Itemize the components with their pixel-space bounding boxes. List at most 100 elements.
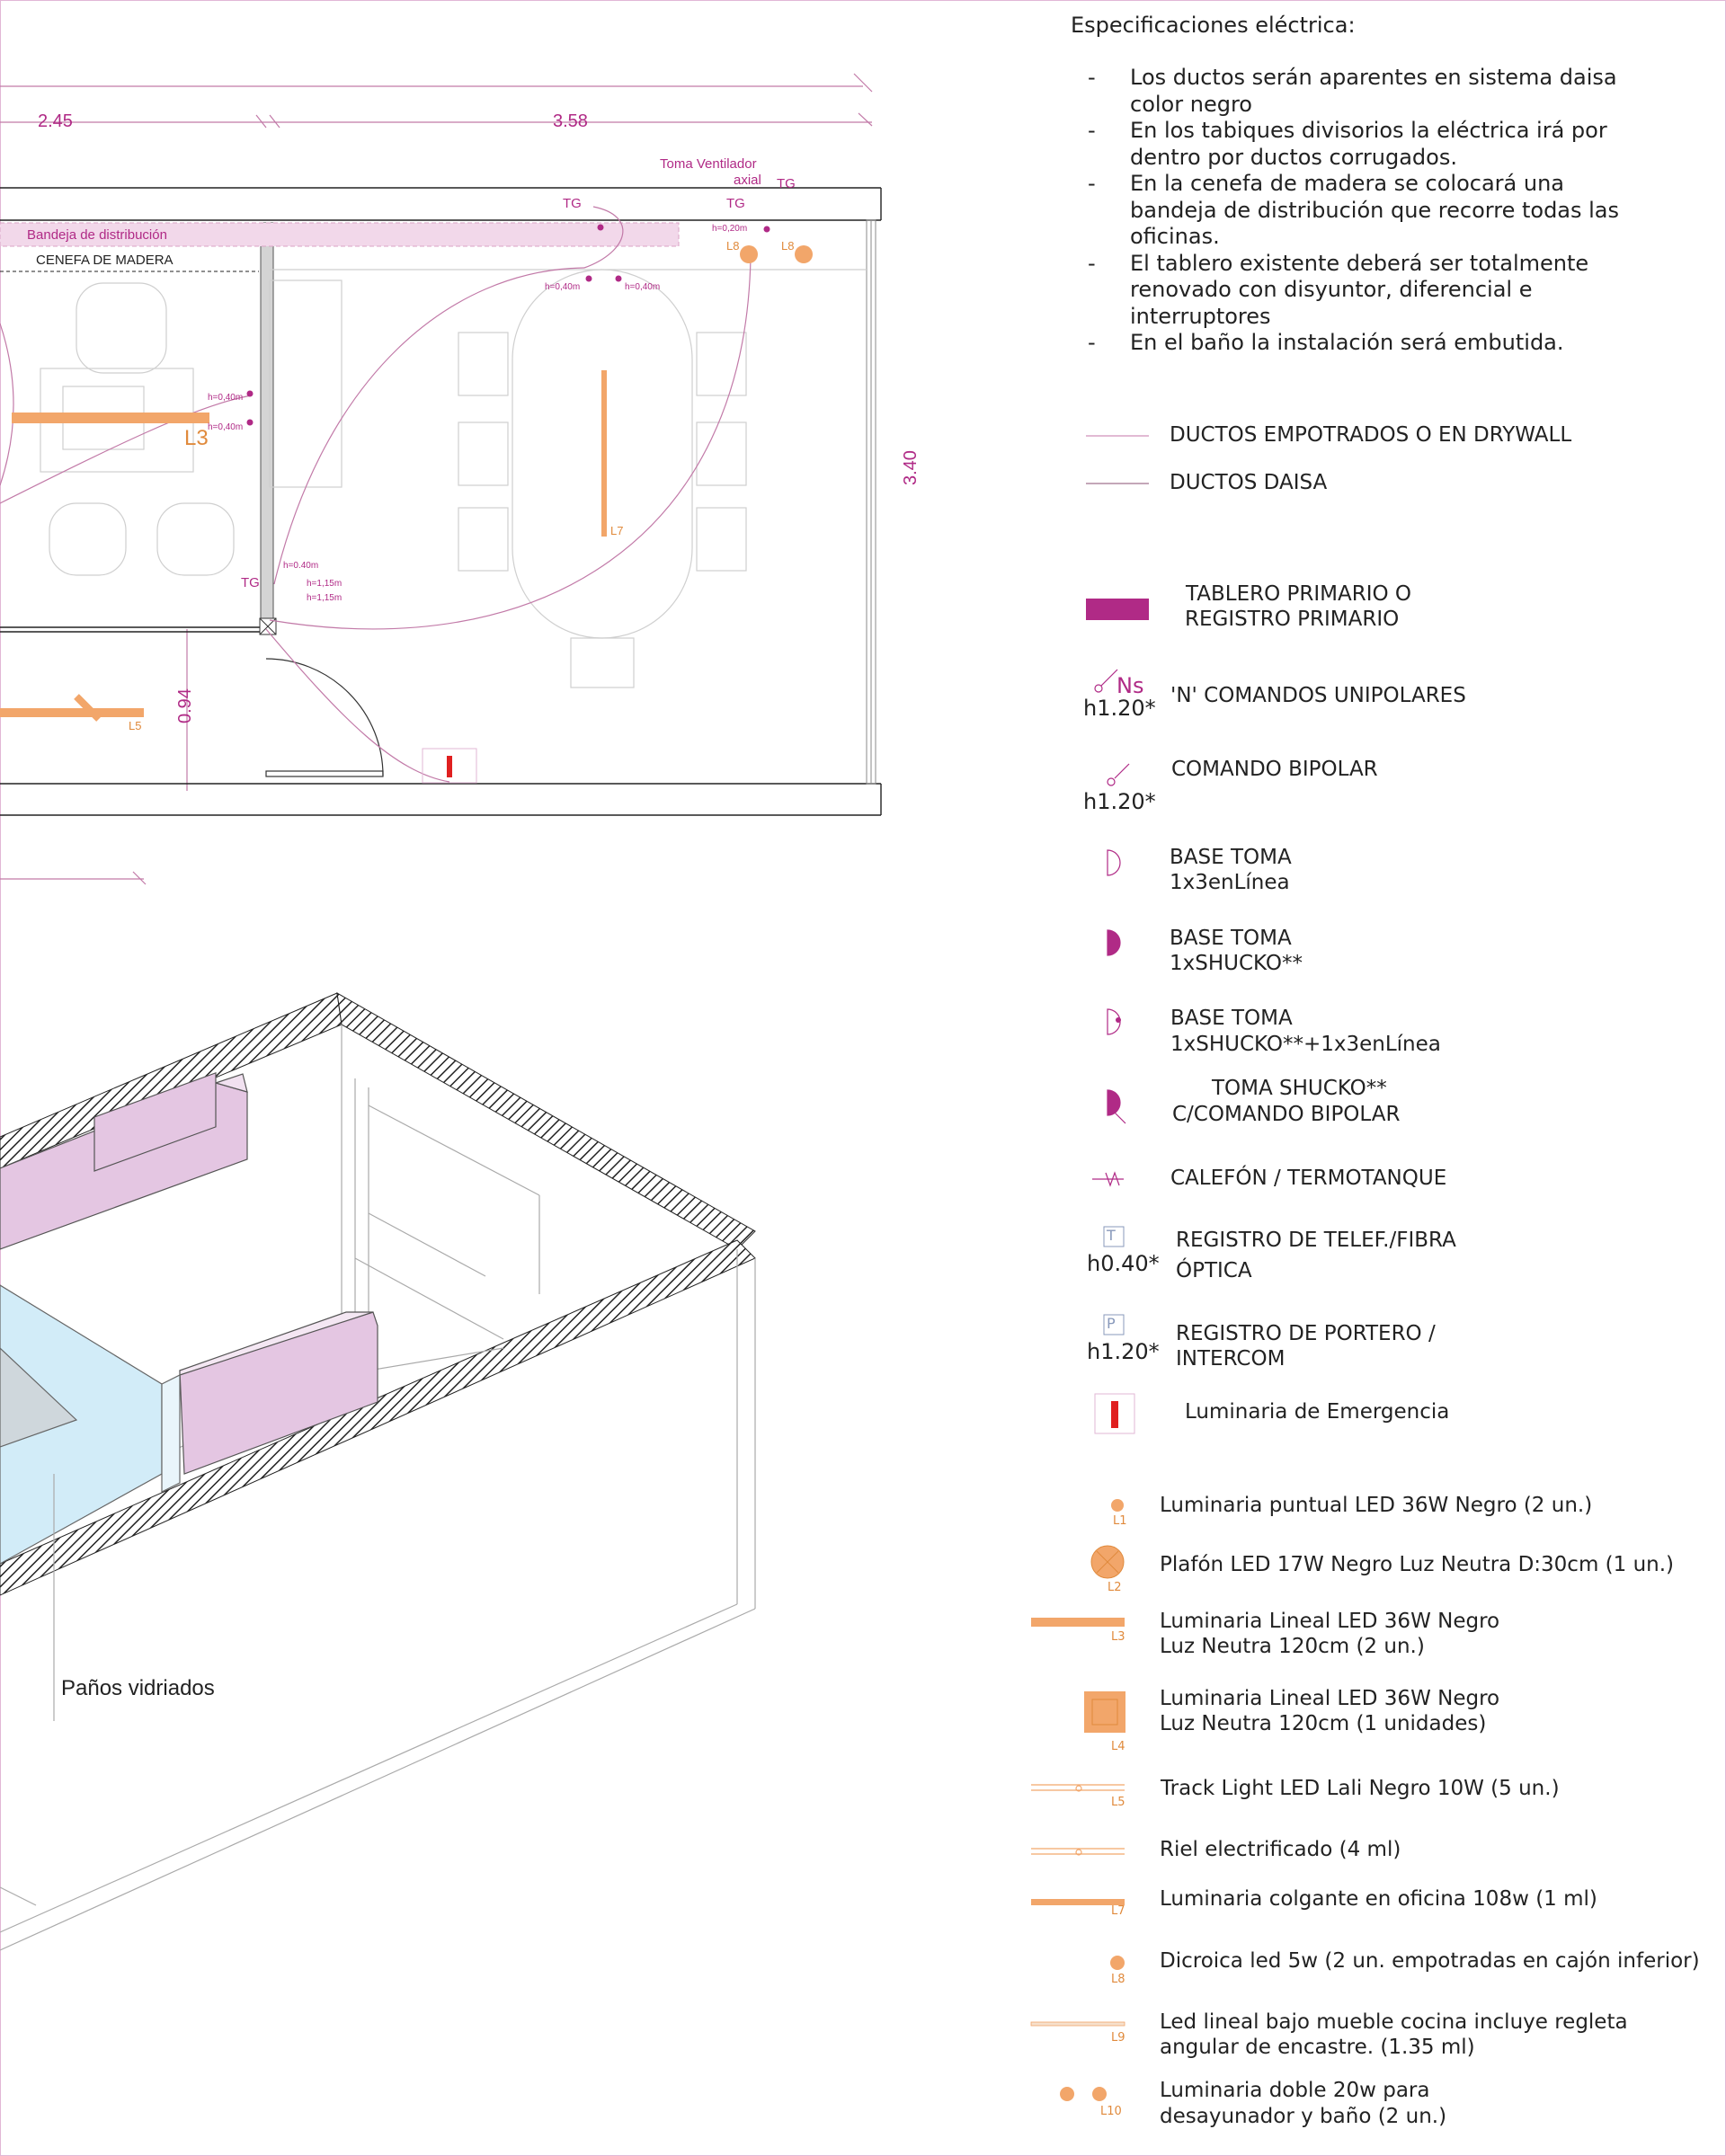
legend-base3-a: BASE TOMA [1170,1007,1293,1030]
height-note-115-b: h=1,15m [307,593,343,603]
specs-title: Especificaciones eléctrica: [1071,13,1356,38]
height-note-040-d: h=0,40m [208,422,244,432]
legend-unipolar: 'N' COMANDOS UNIPOLARES [1170,684,1466,707]
dim-width-right: 3.58 [553,111,588,131]
portero-icon [1103,1314,1125,1335]
legend-l3-tag: L3 [1111,1630,1125,1644]
legend-l10-a: Luminaria doble 20w para [1160,2079,1430,2102]
l4-icon [1084,1691,1125,1733]
legend-toma-b: C/COMANDO BIPOLAR [1172,1103,1401,1126]
legend-l7: Luminaria colgante en oficina 108w (1 ml… [1160,1887,1597,1911]
base-shucko-icon [1107,929,1121,956]
light-tag-l8-a: L8 [726,239,740,253]
tel-icon [1103,1226,1125,1247]
window-strip [866,219,876,785]
legend-h040: h0.40* [1087,1251,1160,1276]
legend-l10-b: desayunador y baño (2 un.) [1160,2105,1447,2128]
fan-label-1: Toma Ventilador [660,156,757,172]
distribution-tray [0,222,680,247]
door [265,658,384,777]
legend-rail: Riel electrificado (4 ml) [1160,1838,1401,1861]
light-tag-l3: L3 [184,426,209,450]
l1-icon [1111,1499,1124,1512]
outlets [246,224,770,426]
legend-l5-tag: L5 [1111,1796,1125,1809]
spec-item: En el baño la instalación será embutida. [1088,330,1633,357]
legend-base1-b: 1x3enLínea [1170,871,1290,894]
spec-item: En los tabiques divisorios la eléctrica … [1088,118,1633,171]
dim-width-left: 2.45 [38,111,73,131]
legend-l9-tag: L9 [1111,2031,1125,2045]
legend-base2-a: BASE TOMA [1170,927,1292,950]
tg-label-1: TG [563,196,582,211]
emergency-luminaire-plan [422,748,477,784]
unipolar-icon [1094,684,1103,693]
legend-ducts-embedded: DUCTOS EMPOTRADOS O EN DRYWALL [1170,423,1572,447]
legend-base2-b: 1xSHUCKO** [1170,952,1303,975]
furniture [40,269,867,688]
lights [0,245,813,722]
l7-icon [1031,1899,1125,1905]
legend-port-b: INTERCOM [1176,1347,1286,1371]
walls [0,187,882,816]
spec-item: Los ductos serán aparentes en sistema da… [1088,65,1633,118]
height-note-115-a: h=1,15m [307,579,343,589]
legend-l1-tag: L1 [1113,1514,1127,1528]
legend-l8-tag: L8 [1111,1973,1125,1986]
height-note-020: h=0,20m [712,224,748,234]
legend-l5: Track Light LED Lali Negro 10W (5 un.) [1161,1777,1560,1800]
floor-plan [0,73,882,885]
legend-l7-tag: L7 [1111,1904,1125,1918]
bipolar-icon [1107,777,1116,786]
legend-l2-tag: L2 [1108,1581,1122,1594]
legend-h120-a: h1.20* [1083,696,1156,721]
heater-icon [1092,1171,1124,1187]
spec-item: El tablero existente deberá ser totalmen… [1088,251,1633,331]
specs-list: Los ductos serán aparentes en sistema da… [1088,65,1699,357]
tg-label-2: TG [726,196,745,211]
height-note-040-a: h=0,40m [545,282,581,292]
emergency-lamp [447,756,452,777]
light-tag-l7: L7 [610,524,624,537]
l8-icon [1110,1956,1125,1970]
glass-panes-label: Paños vidriados [61,1676,215,1700]
base-1x3-icon [1107,849,1121,876]
toma-bipolar-icon [1107,1089,1121,1116]
base-combo-icon [1107,1008,1121,1035]
legend-l3-b: Luz Neutra 120cm (2 un.) [1160,1635,1425,1658]
legend-h120-b: h1.20* [1083,789,1156,814]
legend-emergency: Luminaria de Emergencia [1185,1400,1450,1424]
l3-icon [1031,1618,1125,1627]
legend-panel-1: TABLERO PRIMARIO O [1186,582,1412,606]
legend-ducts-daisa: DUCTOS DAISA [1170,471,1328,494]
legend-toma-a: TOMA SHUCKO** [1212,1077,1387,1100]
rail-icon [1031,1848,1125,1856]
height-note-040-e: h=0.40m [283,561,319,571]
height-note-040-c: h=0,40m [208,393,244,403]
legend-l9-b: angular de encastre. (1.35 ml) [1160,2036,1475,2059]
legend-l2: Plafón LED 17W Negro Luz Neutra D:30cm (… [1160,1553,1675,1576]
legend-base1-a: BASE TOMA [1170,846,1292,869]
legend-l4-tag: L4 [1111,1740,1125,1753]
light-tag-l5: L5 [129,719,142,732]
legend-tel-a: REGISTRO DE TELEF./FIBRA [1176,1229,1456,1252]
l9-icon [1030,2021,1125,2027]
light-tag-l8-b: L8 [781,239,795,253]
legend-heater: CALEFÓN / TERMOTANQUE [1170,1167,1447,1190]
dimension-lines [0,73,873,885]
tg-label-3: TG [241,575,260,590]
legend-l8: Dicroica led 5w (2 un. empotradas en caj… [1160,1949,1700,1973]
legend-bipolar: COMANDO BIPOLAR [1171,758,1378,781]
iso-cabinets [0,1072,378,1475]
legend-tel-b: ÓPTICA [1176,1259,1252,1282]
legend-base3-b: 1xSHUCKO**+1x3enLínea [1170,1033,1441,1056]
legend-port-a: REGISTRO DE PORTERO / [1176,1322,1436,1345]
legend-l4-b: Luz Neutra 120cm (1 unidades) [1160,1712,1487,1735]
emergency-icon [1094,1393,1135,1434]
legend-l4-a: Luminaria Lineal LED 36W Negro [1160,1687,1500,1710]
legend-panel-2: REGISTRO PRIMARIO [1185,608,1400,631]
legend-l10-tag: L10 [1100,2105,1122,2118]
l10-icon-a [1060,2087,1074,2101]
legend-l1: Luminaria puntual LED 36W Negro (2 un.) [1160,1494,1593,1517]
